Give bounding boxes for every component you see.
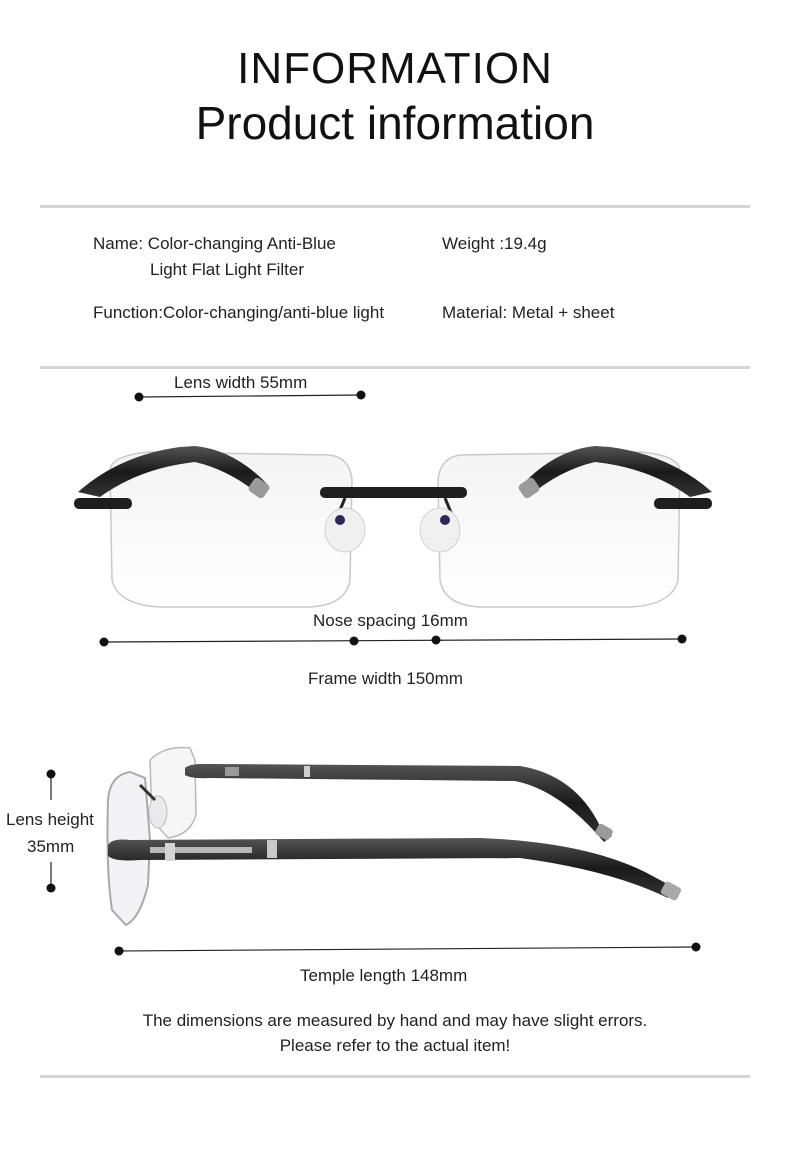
left-end-piece (74, 498, 132, 509)
temple-length-start-dot (114, 946, 124, 956)
bridge (320, 487, 467, 498)
divider-bottom (40, 1075, 750, 1078)
disclaimer-line-1: The dimensions are measured by hand and … (142, 1011, 648, 1030)
info-name: Name: Color-changing Anti-Blue (93, 234, 336, 253)
info-weight: Weight :19.4g (442, 234, 547, 253)
disclaimer-line-2: Please refer to the actual item! (279, 1036, 511, 1055)
divider-top (40, 205, 750, 208)
lens-width-end-dot (356, 390, 366, 400)
right-nose-pad (419, 507, 461, 553)
page-subtitle: Product information (195, 97, 595, 149)
page-title: INFORMATION (237, 44, 553, 93)
lens-width-line (138, 394, 362, 398)
temple-length-label: Temple length 148mm (300, 966, 468, 985)
info-material: Material: Metal + sheet (442, 303, 615, 322)
frame-width-label: Frame width 150mm (308, 669, 463, 688)
front-view-glasses (74, 446, 712, 608)
frame-width-end-dot (677, 634, 687, 644)
info-function: Function:Color-changing/anti-blue light (93, 303, 385, 322)
lens-height-value: 35mm (27, 837, 75, 856)
right-lens (437, 451, 681, 608)
left-nose-pad (324, 507, 366, 553)
nose-spacing-label: Nose spacing 16mm (313, 611, 468, 630)
side-view-glasses (106, 746, 682, 927)
temple-length-end-dot (691, 942, 701, 952)
frame-width-start-dot (99, 637, 109, 647)
side-far-temple (185, 763, 612, 842)
left-lens (109, 451, 353, 608)
temple-length-line (118, 946, 697, 952)
lens-width-start-dot (134, 392, 144, 402)
nose-spacing-left-dot (349, 636, 359, 646)
right-end-piece (654, 498, 712, 509)
lens-height-top-dot (46, 769, 56, 779)
nose-spacing-right-dot (431, 635, 441, 645)
divider-middle (40, 366, 750, 369)
right-temple-arm (522, 446, 712, 497)
lens-height-label: Lens height (6, 810, 94, 829)
lens-height-bottom-dot (46, 883, 56, 893)
info-name-continued: Light Flat Light Filter (150, 260, 305, 279)
lens-width-label: Lens width 55mm (174, 373, 308, 392)
frame-width-line (103, 638, 683, 643)
left-temple-arm (78, 446, 268, 497)
